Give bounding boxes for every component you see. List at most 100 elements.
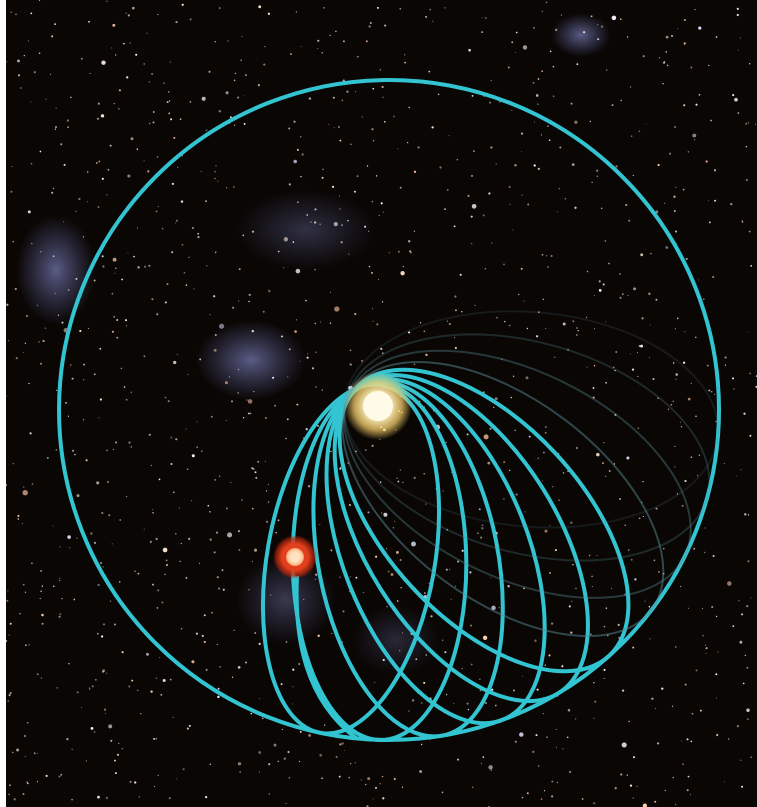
star: [297, 149, 299, 151]
star: [101, 114, 104, 117]
star: [749, 373, 751, 375]
star: [266, 490, 267, 491]
star: [315, 323, 317, 325]
star: [545, 328, 546, 329]
star: [165, 397, 167, 399]
star: [586, 317, 587, 318]
star: [605, 476, 606, 477]
star: [483, 214, 485, 216]
star: [87, 171, 88, 172]
star: [234, 124, 235, 125]
star: [480, 537, 482, 539]
star: [67, 126, 69, 128]
star: [229, 376, 230, 377]
star: [30, 13, 32, 15]
star: [383, 513, 387, 517]
star: [671, 35, 673, 37]
star: [292, 703, 293, 704]
star: [483, 636, 487, 640]
star: [594, 701, 596, 703]
star: [292, 686, 293, 687]
star: [556, 729, 557, 730]
star: [8, 794, 10, 796]
star: [10, 191, 12, 193]
star: [468, 709, 469, 710]
star: [509, 186, 511, 188]
star: [248, 589, 250, 591]
star: [485, 702, 487, 704]
star: [541, 134, 542, 135]
star: [402, 632, 403, 633]
star: [716, 616, 717, 617]
star: [675, 804, 676, 805]
star: [681, 741, 682, 742]
star: [55, 129, 56, 130]
star: [535, 734, 537, 736]
star: [442, 792, 444, 794]
star: [131, 446, 133, 448]
star: [592, 586, 593, 587]
star: [147, 33, 148, 34]
star: [589, 555, 591, 557]
star: [604, 626, 606, 628]
star: [320, 322, 321, 323]
star: [504, 321, 505, 322]
star: [684, 19, 686, 21]
star: [507, 585, 509, 587]
star: [490, 577, 491, 578]
star: [219, 475, 220, 476]
star: [310, 221, 311, 222]
star: [526, 376, 529, 379]
star: [732, 625, 734, 627]
star: [750, 597, 751, 598]
star: [105, 713, 106, 714]
star: [534, 640, 536, 642]
star: [389, 252, 390, 253]
star: [72, 450, 74, 452]
star: [703, 298, 705, 300]
star: [31, 243, 33, 245]
star: [317, 40, 319, 42]
star: [270, 594, 271, 595]
star: [340, 467, 341, 468]
star: [37, 673, 39, 675]
star: [377, 7, 379, 9]
star: [398, 481, 400, 483]
star: [596, 170, 598, 172]
star: [640, 253, 643, 256]
star: [737, 8, 739, 10]
star: [684, 331, 685, 332]
star: [330, 451, 331, 452]
star: [674, 466, 675, 467]
star: [110, 145, 112, 147]
star: [99, 348, 101, 350]
star: [594, 328, 595, 329]
star: [305, 300, 307, 302]
star: [166, 564, 168, 566]
star: [94, 280, 96, 282]
star: [543, 299, 544, 300]
star: [30, 432, 32, 434]
star: [522, 195, 523, 196]
star: [396, 477, 398, 479]
star: [694, 139, 695, 140]
star: [234, 80, 236, 82]
star: [448, 135, 449, 136]
star: [252, 330, 254, 332]
star: [569, 771, 571, 773]
star: [668, 408, 669, 409]
star: [56, 687, 57, 688]
star: [274, 405, 276, 407]
star: [349, 504, 351, 506]
star: [368, 231, 369, 232]
star: [551, 255, 553, 257]
star: [555, 29, 557, 31]
star: [732, 94, 734, 96]
star: [39, 0, 40, 1]
star: [599, 280, 601, 282]
star: [152, 509, 153, 510]
star: [151, 298, 153, 300]
star: [283, 267, 284, 268]
star: [471, 175, 473, 177]
star: [339, 743, 341, 745]
